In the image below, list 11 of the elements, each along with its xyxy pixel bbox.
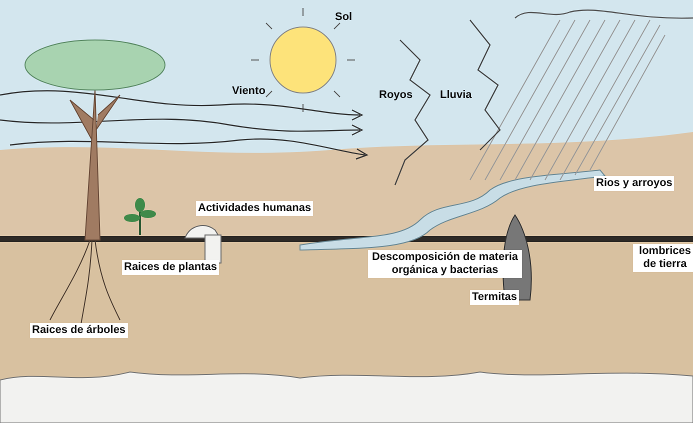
sun-label: Sol [334,10,354,25]
termite-label: Termitas [470,290,520,305]
tree-roots-label: Raices de árboles [30,323,128,338]
wind-label: Viento [231,84,266,99]
plant-roots-label: Raices de plantas [122,260,219,275]
decomposition-label: Descomposición de materia orgánica y bacterias [368,250,522,278]
river-label: Rios y arroyos [594,176,674,191]
rain-label: Lluvia [439,88,473,103]
lightning-label: Royos [378,88,414,103]
earthworm-label: lombrices de tierra [633,244,693,272]
human-activity-label: Actividades humanas [196,201,314,216]
